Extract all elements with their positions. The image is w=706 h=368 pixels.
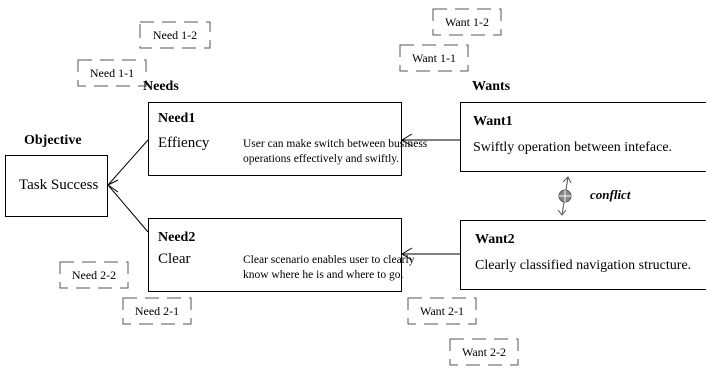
dashed-box-need-2-1 bbox=[122, 297, 192, 325]
need1-description-line1: User can make switch between business bbox=[243, 138, 428, 150]
want2-title: Want2 bbox=[475, 232, 515, 247]
dashed-box-want-1-2 bbox=[432, 8, 502, 36]
want1-box: Want1 Swiftly operation between inteface… bbox=[460, 102, 706, 172]
need1-description: User can make switch between business op… bbox=[243, 137, 427, 167]
need1-description-line2: operations effectively and swiftly. bbox=[243, 153, 400, 165]
want1-text: Swiftly operation between inteface. bbox=[473, 140, 673, 155]
dashed-box-need-2-2 bbox=[59, 261, 129, 289]
dashed-box-need-1-2 bbox=[139, 21, 211, 49]
need1-title: Need1 bbox=[158, 111, 196, 126]
need2-description: Clear scenario enables user to clearly k… bbox=[243, 253, 414, 283]
conflict-icon bbox=[557, 176, 572, 216]
need1-box: Need1 Effiency User can make switch betw… bbox=[148, 102, 427, 176]
wants-heading: Wants bbox=[472, 79, 511, 94]
dashed-box-want-1-1 bbox=[399, 44, 469, 72]
need1-arrowhead bbox=[401, 133, 413, 147]
want-1-2-label: Want 1-2 bbox=[444, 14, 490, 29]
conflict-label: conflict bbox=[590, 187, 631, 202]
needs-heading: Needs bbox=[143, 79, 179, 94]
need-2-2-label: Need 2-2 bbox=[71, 267, 117, 282]
need-2-1-label: Need 2-1 bbox=[134, 303, 180, 318]
dashed-box-need-1-1 bbox=[77, 59, 147, 87]
need2-box: Need2 Clear Clear scenario enables user … bbox=[148, 218, 414, 292]
objective-box: Task Success bbox=[5, 155, 108, 217]
want-1-1-label: Want 1-1 bbox=[411, 50, 457, 65]
need-1-1-label: Need 1-1 bbox=[89, 65, 135, 80]
need1-to-objective-line bbox=[107, 139, 149, 186]
dashed-box-want-2-1 bbox=[407, 297, 477, 325]
need1-keyword: Effiency bbox=[158, 135, 210, 151]
need2-to-objective-line bbox=[107, 184, 149, 233]
need2-keyword: Clear bbox=[158, 251, 191, 267]
want1-title: Want1 bbox=[473, 114, 513, 129]
want-2-2-label: Want 2-2 bbox=[461, 344, 507, 359]
objective-box-label: Task Success bbox=[19, 177, 99, 193]
need2-description-line2: know where he is and where to go. bbox=[243, 269, 404, 281]
objective-arrowhead bbox=[107, 179, 119, 193]
want2-text: Clearly classified navigation structure. bbox=[475, 258, 692, 273]
need2-description-line1: Clear scenario enables user to clearly bbox=[243, 254, 415, 266]
objective-heading: Objective bbox=[24, 133, 82, 148]
need-1-2-label: Need 1-2 bbox=[152, 27, 198, 42]
need2-arrowhead bbox=[401, 247, 413, 261]
dashed-box-want-2-2 bbox=[449, 338, 519, 366]
need2-title: Need2 bbox=[158, 230, 196, 245]
want2-box: Want2 Clearly classified navigation stru… bbox=[460, 220, 706, 290]
want-2-1-label: Want 2-1 bbox=[419, 303, 465, 318]
